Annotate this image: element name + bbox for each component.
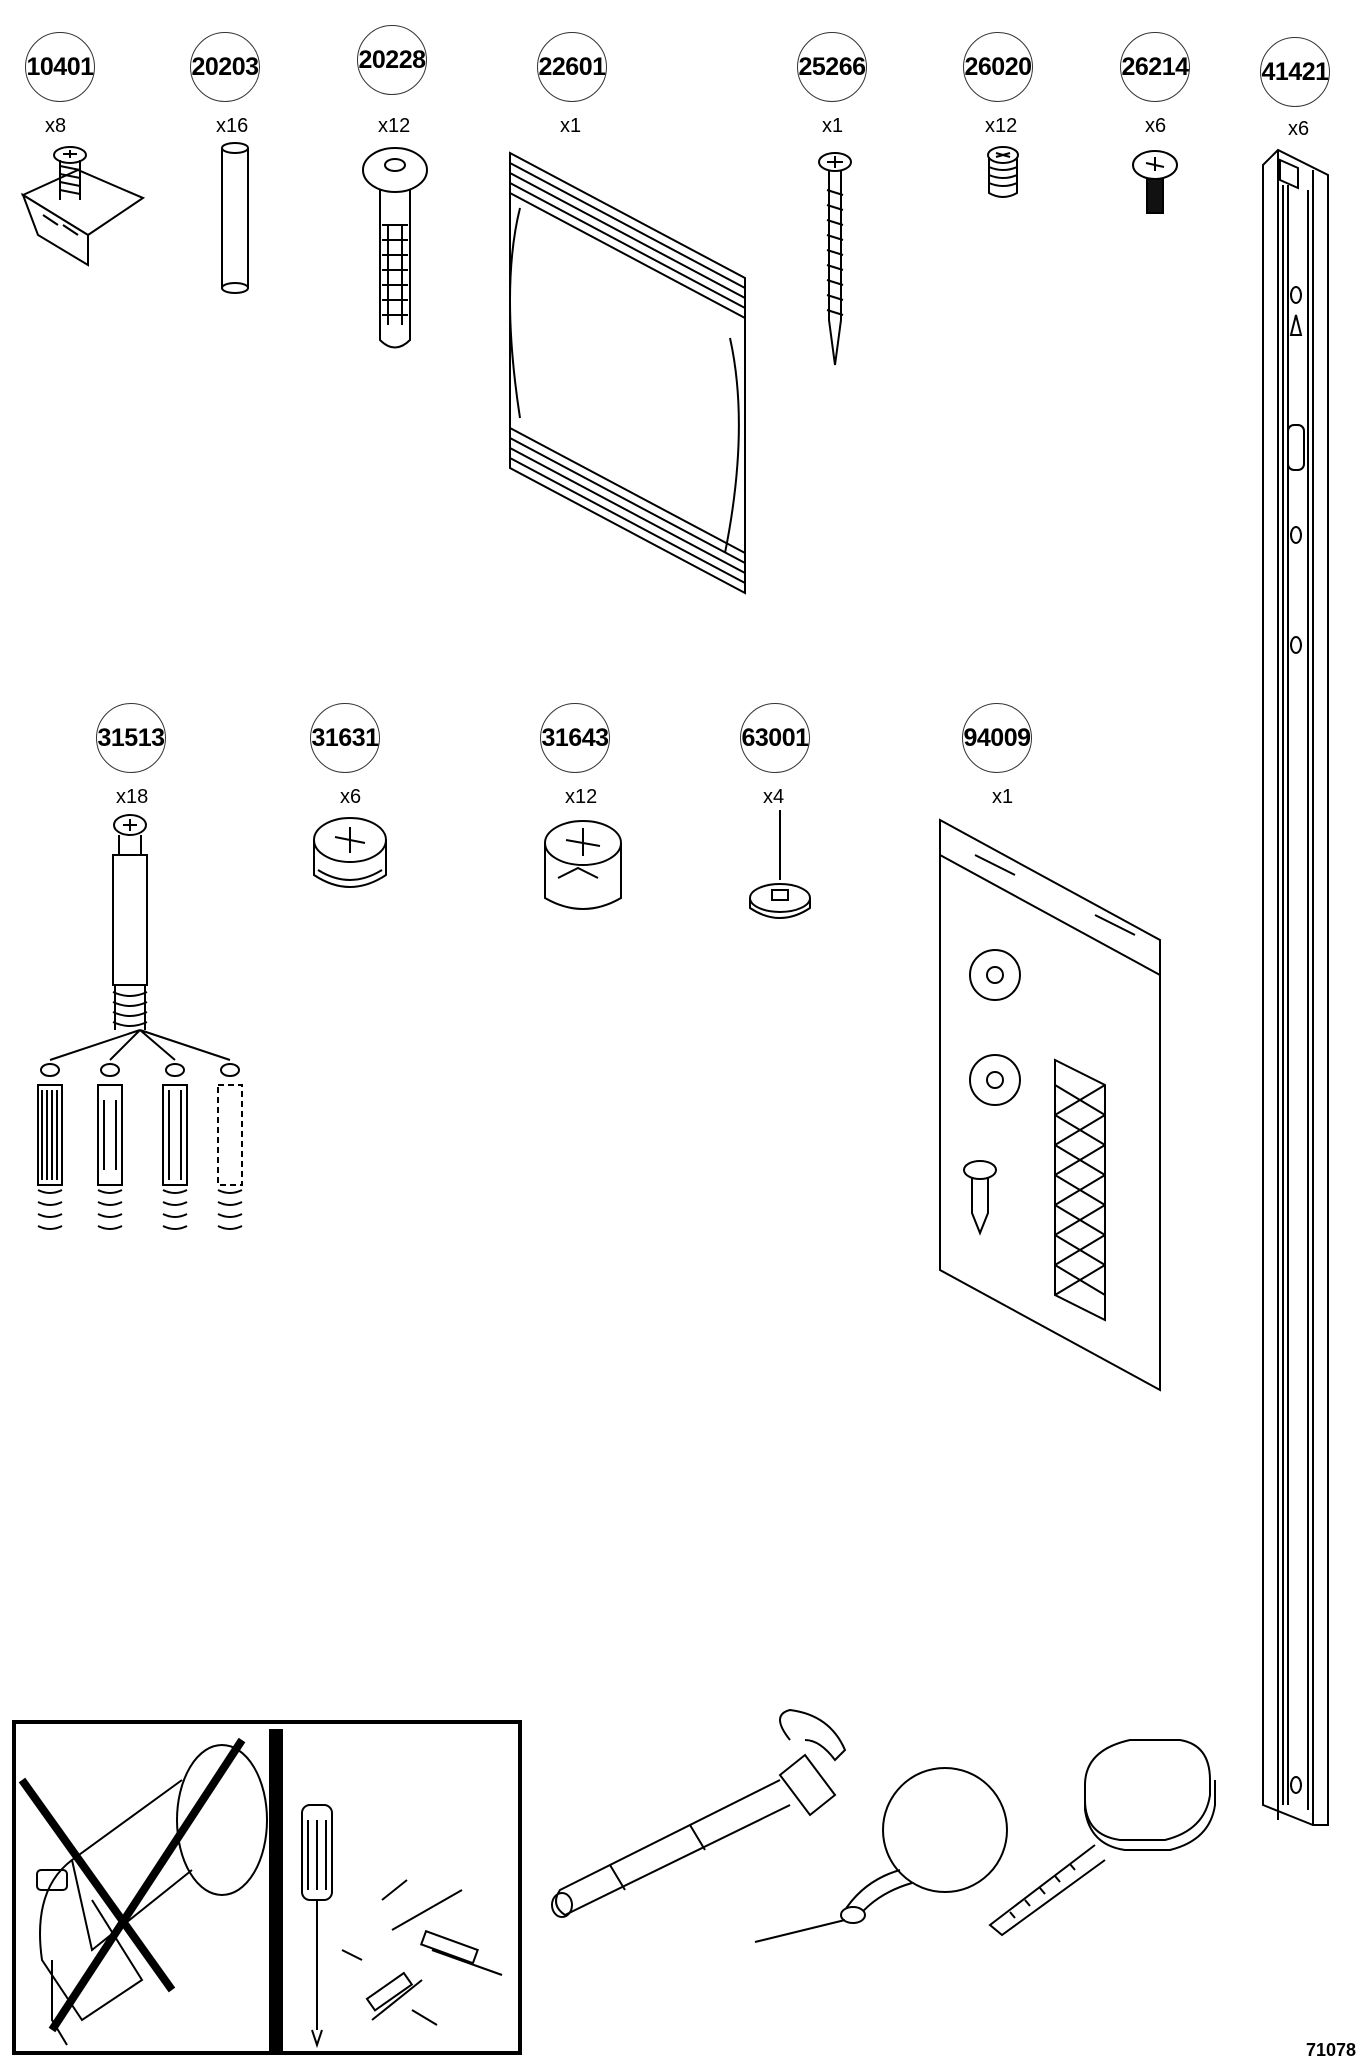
wall-mount-kit-bag-icon [939, 818, 1161, 1392]
wooden-dowel-icon [221, 142, 249, 294]
part-badge-20203: 20203 [190, 32, 260, 102]
tape-measure-icon [988, 1739, 1216, 1937]
part-qty-94009: x1 [992, 786, 1014, 808]
part-badge-31643: 31643 [540, 703, 610, 773]
part-badge-22601: 22601 [537, 32, 607, 102]
wall-plug-icon [362, 147, 428, 349]
part-qty-25266: x1 [822, 115, 844, 137]
cam-bolt-icon [112, 814, 148, 1030]
awl-icon [754, 1767, 1008, 1943]
pan-head-screw-icon [1132, 150, 1178, 214]
part-qty-20203: x16 [216, 115, 249, 137]
wood-screw-icon [818, 152, 852, 366]
part-qty-41421: x6 [1288, 118, 1310, 140]
part-qty-31631: x6 [340, 786, 362, 808]
screw-with-bracket-icon [20, 146, 146, 267]
shelf-rail-icon [1262, 148, 1329, 1826]
part-qty-26020: x12 [985, 115, 1018, 137]
part-qty-10401: x8 [45, 115, 67, 137]
tool-warning-box [12, 1720, 522, 2055]
part-badge-63001: 63001 [740, 703, 810, 773]
part-badge-26214: 26214 [1120, 32, 1190, 102]
threaded-insert-icon [987, 146, 1019, 198]
screwdriver-icon [301, 1804, 333, 2049]
document-number: 71078 [1305, 2040, 1356, 2060]
part-badge-41421: 41421 [1260, 37, 1330, 107]
hammer-icon [551, 1708, 847, 1918]
cam-lock-large-icon [544, 820, 622, 910]
part-qty-22601: x1 [560, 115, 582, 137]
part-qty-31513: x18 [116, 786, 149, 808]
cam-bolt-variants-icon [37, 1029, 243, 1230]
part-badge-94009: 94009 [962, 703, 1032, 773]
cam-lock-small-icon [313, 817, 387, 888]
part-qty-20228: x12 [378, 115, 411, 137]
part-badge-20228: 20228 [357, 25, 427, 95]
part-badge-10401: 10401 [25, 32, 95, 102]
part-badge-26020: 26020 [963, 32, 1033, 102]
part-qty-26214: x6 [1145, 115, 1167, 137]
nail-glide-icon [749, 810, 811, 919]
part-badge-25266: 25266 [797, 32, 867, 102]
part-badge-31513: 31513 [96, 703, 166, 773]
part-badge-31631: 31631 [310, 703, 380, 773]
part-qty-31643: x12 [565, 786, 598, 808]
wall-fixing-bag-icon [509, 151, 746, 595]
power-drill-icon [36, 1744, 268, 2046]
part-qty-63001: x4 [763, 786, 785, 808]
